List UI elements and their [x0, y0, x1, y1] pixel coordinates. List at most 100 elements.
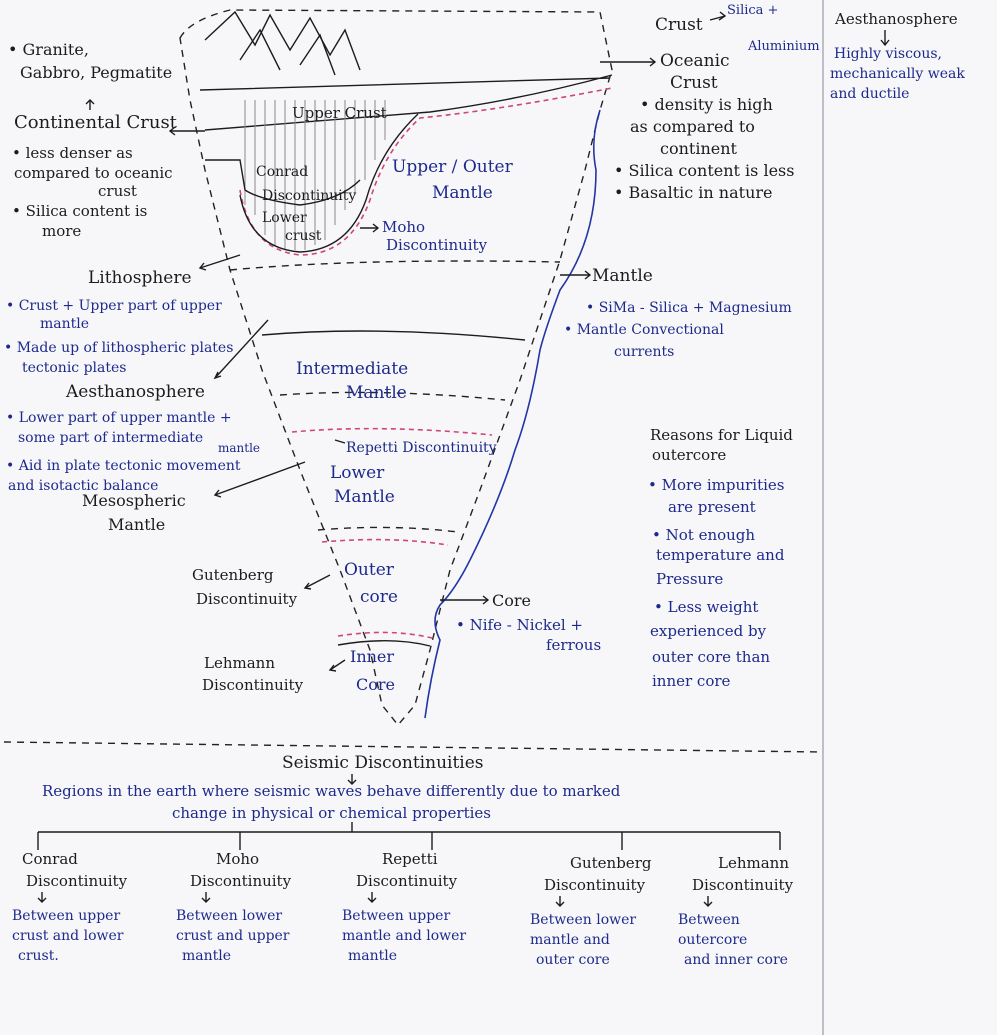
aesth-props-1: Highly viscous,	[834, 46, 942, 62]
mantle-conv-1: • Mantle Convectional	[564, 322, 724, 338]
reason-a2: are present	[668, 498, 756, 516]
seismic-title: Seismic Discontinuities	[282, 753, 484, 773]
mesospheric-2: Mantle	[108, 515, 165, 534]
seismic-definition-1: Regions in the earth where seismic waves…	[42, 782, 621, 800]
seismic-definition-2: change in physical or chemical propertie…	[172, 804, 491, 822]
litho-note-2: mantle	[40, 316, 89, 332]
lithosphere-label: Lithosphere	[88, 268, 192, 288]
reason-a1: • More impurities	[648, 476, 784, 494]
moho-line	[239, 87, 613, 256]
seismic-item-arrow	[555, 896, 565, 907]
oceanic-note-1: • density is high	[640, 95, 773, 114]
arrows	[85, 11, 890, 672]
seismic-item-desc: crust.	[18, 948, 59, 964]
reasons-1: Reasons for Liquid	[650, 426, 793, 444]
seismic-item-desc: and inner core	[684, 952, 788, 968]
aesth-note-2: some part of intermediate	[18, 430, 203, 446]
mantle-conv-2: currents	[614, 344, 674, 360]
oceanic-note-4: • Silica content is less	[614, 161, 794, 180]
lehmann-line	[337, 631, 433, 639]
earth-wedge	[179, 9, 613, 727]
repetti-line	[291, 427, 493, 436]
lower-crust-2: crust	[285, 228, 322, 244]
lehmann-diagram-1: Lehmann	[204, 654, 275, 672]
litho-note-1: • Crust + Upper part of upper	[6, 298, 222, 314]
litho-note-4: tectonic plates	[22, 360, 126, 376]
seismic-item-desc: crust and upper	[176, 928, 290, 944]
crust-top-label: Crust	[655, 15, 703, 35]
aesth-props-3: and ductile	[830, 86, 909, 102]
oceanic-crust-1: Oceanic	[660, 51, 730, 71]
lower-crust-outline	[239, 113, 419, 253]
outer-core-2: core	[360, 587, 398, 607]
mesospheric-1: Mesospheric	[82, 491, 186, 510]
inner-core-1: Inner	[350, 647, 394, 666]
conrad-line	[205, 159, 361, 206]
mountain-sketch	[204, 10, 361, 71]
repetti-diagram-label: Repetti Discontinuity	[346, 440, 497, 456]
continental-crust-label: Continental Crust	[14, 112, 178, 133]
seismic-item-arrow	[703, 896, 713, 907]
seismic-item-desc: mantle and	[530, 932, 610, 948]
reason-b1: • Not enough	[652, 526, 755, 544]
aesth-note-4: • Aid in plate tectonic movement	[6, 458, 241, 474]
oceanic-note-3: continent	[660, 139, 738, 158]
aesth-props-2: mechanically weak	[830, 66, 965, 82]
oceanic-note-2: as compared to	[630, 117, 755, 136]
reason-c4: inner core	[652, 672, 731, 690]
seismic-item-desc: Between	[678, 912, 740, 928]
upper-outer-mantle-1: Upper / Outer	[392, 157, 514, 177]
seismic-item-name: Conrad	[22, 850, 78, 868]
seismic-item-desc: mantle	[182, 948, 231, 964]
gutenberg-line	[321, 538, 449, 546]
seismic-item: LehmannDiscontinuityBetweenoutercoreand …	[678, 854, 794, 968]
seismic-item-desc: mantle	[348, 948, 397, 964]
seismic-item-name: Discontinuity	[692, 876, 794, 894]
lower-mantle-1: Lower	[330, 463, 385, 483]
seismic-item-desc: Between lower	[176, 908, 282, 924]
outer-core-1: Outer	[344, 560, 395, 580]
conrad-diagram-1: Conrad	[256, 164, 308, 180]
seismic-item-name: Lehmann	[718, 854, 789, 872]
intermediate-mantle-1: Intermediate	[296, 359, 408, 379]
oceanic-crust-2: Crust	[670, 73, 718, 93]
mountain-ridges	[239, 28, 336, 76]
aesth-note-5: and isotactic balance	[8, 478, 158, 494]
lower-crust-1: Lower	[262, 210, 307, 226]
nife-1: • Nife - Nickel +	[456, 616, 583, 634]
seismic-section: Seismic Discontinuities Regions in the e…	[12, 753, 794, 968]
gutenberg-diagram-2: Discontinuity	[196, 590, 298, 608]
gutenberg-diagram-1: Gutenberg	[192, 566, 274, 584]
crust-hatching	[244, 100, 386, 250]
seismic-item-desc: mantle and lower	[342, 928, 466, 944]
seismic-item-name: Discontinuity	[26, 872, 128, 890]
tree-branches	[37, 832, 781, 850]
mantle-brace-lower	[469, 349, 541, 561]
crust-composition-2: Aluminium	[747, 39, 820, 54]
seismic-item-arrow	[367, 892, 377, 903]
conrad-diagram-2: Discontinuity	[262, 188, 356, 204]
seismic-item-desc: Between lower	[530, 912, 636, 928]
lehmann-diagram-2: Discontinuity	[202, 676, 304, 694]
nife-2: ferrous	[546, 636, 601, 654]
seismic-item-name: Discontinuity	[356, 872, 458, 890]
inner-core-2: Core	[356, 675, 395, 694]
reasons-2: outercore	[652, 446, 726, 464]
aesthanosphere-top-label: Aesthanosphere	[834, 10, 958, 28]
moho-diagram-1: Moho	[382, 218, 425, 236]
cont-note-2: compared to oceanic	[14, 164, 173, 182]
upper-outer-mantle-2: Mantle	[432, 183, 493, 203]
seismic-item-desc: crust and lower	[12, 928, 124, 944]
aesthanosphere-left-label: Aesthanosphere	[65, 382, 205, 402]
reason-c2: experienced by	[650, 622, 767, 640]
sima-label: • SiMa - Silica + Magnesium	[586, 300, 792, 316]
intermediate-mantle-2: Mantle	[346, 383, 407, 403]
title-arrow	[347, 774, 357, 785]
seismic-item-name: Moho	[216, 850, 259, 868]
seismic-item-name: Discontinuity	[544, 876, 646, 894]
